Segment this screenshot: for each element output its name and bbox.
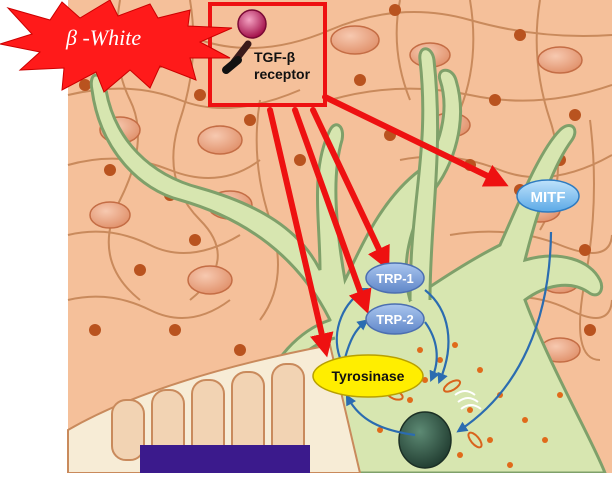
mitf-node: MITF bbox=[517, 180, 579, 212]
tyrosinase-node: Tyrosinase bbox=[313, 355, 423, 397]
ligand-ball-icon bbox=[238, 10, 266, 38]
melanocyte-nucleus bbox=[399, 412, 451, 468]
trp2-label: TRP-2 bbox=[376, 312, 414, 327]
trp1-label: TRP-1 bbox=[376, 271, 414, 286]
mitf-label: MITF bbox=[531, 189, 566, 206]
receptor-label-line1: TGF-β bbox=[254, 49, 296, 65]
receptor-label-line2: receptor bbox=[254, 66, 311, 82]
badge-label: β -White bbox=[65, 25, 141, 50]
tyrosinase-label: Tyrosinase bbox=[332, 368, 405, 384]
trp2-node: TRP-2 bbox=[366, 304, 424, 334]
trp1-node: TRP-1 bbox=[366, 263, 424, 293]
